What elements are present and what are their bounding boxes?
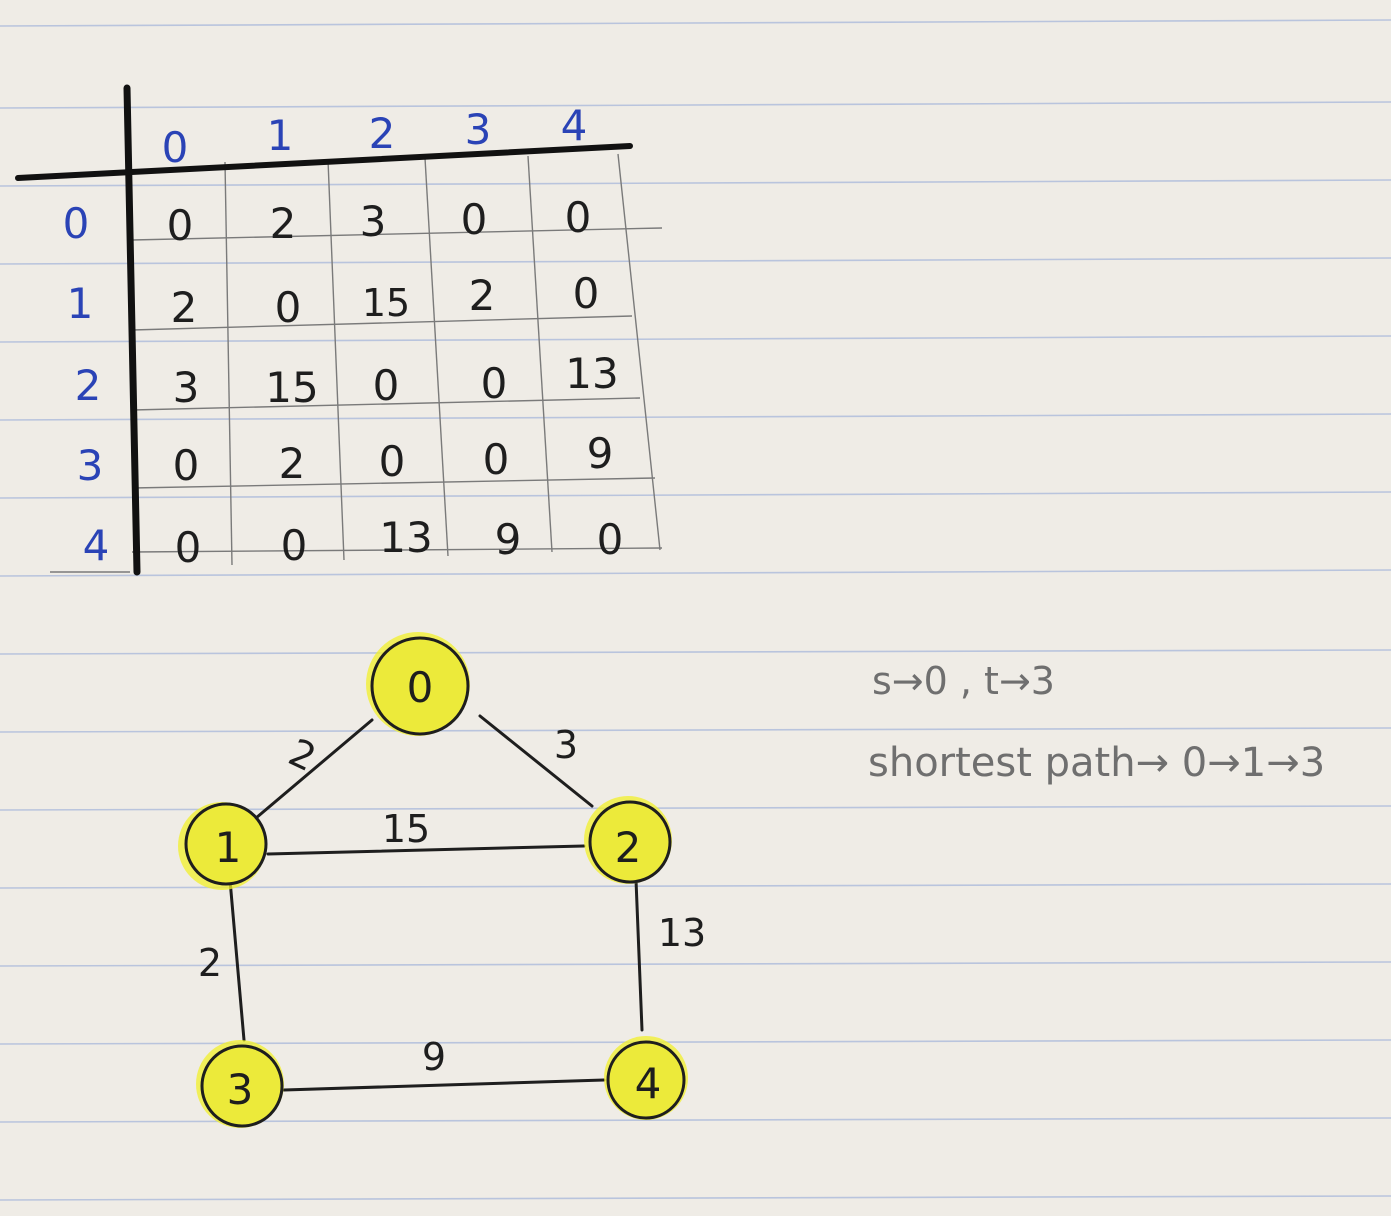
matrix-vertical-axis xyxy=(123,84,141,576)
graph-node: 2 xyxy=(584,796,672,884)
matrix-cell: 0 xyxy=(275,283,302,332)
row-header: 4 xyxy=(83,521,110,570)
edge-weight-2-4: 13 xyxy=(658,911,706,955)
matrix-cell: 0 xyxy=(565,193,592,242)
matrix-cell: 2 xyxy=(171,283,198,332)
node-label: 0 xyxy=(407,663,434,712)
node-label: 4 xyxy=(635,1059,662,1108)
edge-1-3 xyxy=(228,878,246,1042)
matrix-cell: 0 xyxy=(461,195,488,244)
matrix-horizontal-axis xyxy=(15,143,633,181)
matrix-cell: 0 xyxy=(175,523,202,572)
row-header: 2 xyxy=(75,361,102,410)
matrix-cell: 9 xyxy=(495,515,522,564)
graph-node: 0 xyxy=(366,632,470,736)
edge-weight-3-4: 9 xyxy=(422,1035,446,1079)
notes: s→0 , t→3 shortest path→ 0→1→3 xyxy=(868,659,1325,786)
matrix-cell: 0 xyxy=(373,361,400,410)
matrix-cell: 15 xyxy=(265,363,318,412)
matrix-grid xyxy=(50,153,663,573)
edge-3-4 xyxy=(282,1078,606,1092)
matrix-cell: 2 xyxy=(279,439,306,488)
matrix-cell: 0 xyxy=(483,435,510,484)
graph-node: 3 xyxy=(196,1040,284,1128)
ruled-lines xyxy=(0,19,1391,1201)
source-target-note: s→0 , t→3 xyxy=(872,659,1055,703)
node-label: 3 xyxy=(227,1065,254,1114)
matrix-cell: 15 xyxy=(362,281,410,325)
edge-2-4 xyxy=(634,878,644,1032)
graph-node: 1 xyxy=(178,802,268,890)
edge-1-2 xyxy=(266,844,586,856)
matrix-cell: 13 xyxy=(379,513,432,562)
matrix-cell: 0 xyxy=(173,441,200,490)
edge-weight-0-2: 3 xyxy=(554,723,578,767)
column-header: 2 xyxy=(369,109,396,158)
row-header: 1 xyxy=(67,279,94,328)
row-header: 0 xyxy=(63,199,90,248)
column-header: 3 xyxy=(465,105,492,154)
edge-0-2 xyxy=(478,714,594,808)
edge-weight-1-2: 15 xyxy=(382,807,430,851)
matrix-cell: 0 xyxy=(573,269,600,318)
column-header: 4 xyxy=(561,101,588,150)
matrix-cell: 0 xyxy=(379,437,406,486)
edge-weight-0-1: 2 xyxy=(282,730,323,780)
matrix-cell: 0 xyxy=(281,521,308,570)
matrix-cell: 0 xyxy=(481,359,508,408)
node-label: 2 xyxy=(615,823,642,872)
adjacency-matrix: 0 1 2 3 4 0 1 2 3 4 0 2 3 0 0 2 0 15 2 0… xyxy=(15,84,663,576)
matrix-cell: 0 xyxy=(597,515,624,564)
matrix-cell: 3 xyxy=(360,197,387,246)
matrix-cell: 13 xyxy=(565,349,618,398)
edge-0-1 xyxy=(254,718,374,820)
matrix-cell: 3 xyxy=(173,363,200,412)
node-label: 1 xyxy=(215,823,242,872)
column-header: 0 xyxy=(162,123,189,172)
weighted-graph: 2 3 15 2 13 9 0 1 2 3 xyxy=(178,632,706,1128)
matrix-cell: 9 xyxy=(587,429,614,478)
edge-weight-1-3: 2 xyxy=(198,941,222,985)
column-header: 1 xyxy=(267,111,294,160)
matrix-cell: 2 xyxy=(469,271,496,320)
matrix-cell: 0 xyxy=(167,201,194,250)
row-header: 3 xyxy=(77,441,104,490)
graph-node: 4 xyxy=(604,1036,688,1120)
matrix-cell: 2 xyxy=(270,199,297,248)
shortest-path-note: shortest path→ 0→1→3 xyxy=(868,740,1325,786)
